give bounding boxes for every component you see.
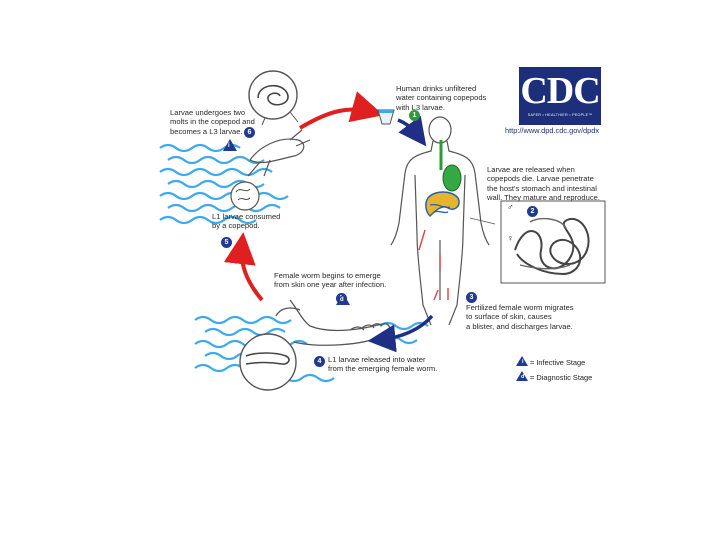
step-6-text: Larvae undergoes two molts in the copepo… bbox=[170, 108, 255, 136]
cdc-logo-letters: CDC bbox=[520, 70, 600, 112]
water-waves-top-left bbox=[159, 143, 289, 225]
larvae-magnifier-middle bbox=[230, 181, 260, 211]
diagnostic-stage-letter: d bbox=[340, 297, 344, 303]
step-3-text: Fertilized female worm migrates to surfa… bbox=[466, 303, 574, 331]
arrow-copepod-to-human bbox=[298, 91, 384, 130]
arrow-drink-to-body bbox=[397, 115, 427, 147]
step-2-badge: 2 bbox=[527, 206, 538, 217]
infective-stage-icon bbox=[223, 139, 237, 151]
male-symbol: ♂ bbox=[507, 202, 514, 212]
legend-diagnostic-letter: d bbox=[521, 374, 525, 380]
cdc-url[interactable]: http://www.dpd.cdc.gov/dpdx bbox=[505, 126, 600, 135]
legend-infective-text: = Infective Stage bbox=[530, 358, 586, 367]
legend-symbols bbox=[516, 356, 528, 381]
emerging-worm-magnifier bbox=[239, 333, 297, 391]
copepod-figure bbox=[247, 129, 311, 177]
diagnostic-stage-icon bbox=[336, 293, 350, 305]
step-4-badge: 4 bbox=[314, 356, 325, 367]
step-5-badge: 5 bbox=[221, 237, 232, 248]
infective-stage-letter: i bbox=[228, 143, 230, 149]
step-3b-text: Female worm begins to emerge from skin o… bbox=[274, 271, 387, 290]
step-6-badge: 6 bbox=[244, 127, 255, 138]
water-glass bbox=[377, 109, 395, 125]
arrow-skin-to-water bbox=[367, 314, 434, 353]
step-3-badge: 3 bbox=[466, 292, 477, 303]
legend-infective-letter: i bbox=[522, 359, 524, 365]
human-body bbox=[390, 116, 490, 326]
cdc-logo-tagline: SAFER • HEALTHIER • PEOPLE™ bbox=[527, 113, 593, 117]
arrow-larvae-to-copepod bbox=[223, 232, 264, 302]
step-2-text: Larvae are released when copepods die. L… bbox=[487, 165, 600, 203]
leg-and-foot bbox=[275, 299, 391, 346]
step-1-badge: 1 bbox=[409, 110, 420, 121]
copepod-magnifier-top bbox=[248, 70, 299, 126]
step-4-text: L1 larvae released into water from the e… bbox=[328, 355, 438, 374]
adult-worm-box bbox=[469, 200, 606, 284]
cdc-logo: CDC SAFER • HEALTHIER • PEOPLE™ bbox=[519, 67, 601, 125]
legend-diagnostic-text: = Diagnostic Stage bbox=[530, 373, 593, 382]
step-1-text: Human drinks unfiltered water containing… bbox=[396, 84, 487, 112]
step-5-text: L1 larvae consumed by a copepod. bbox=[212, 212, 281, 231]
female-symbol: ♀ bbox=[507, 233, 514, 243]
